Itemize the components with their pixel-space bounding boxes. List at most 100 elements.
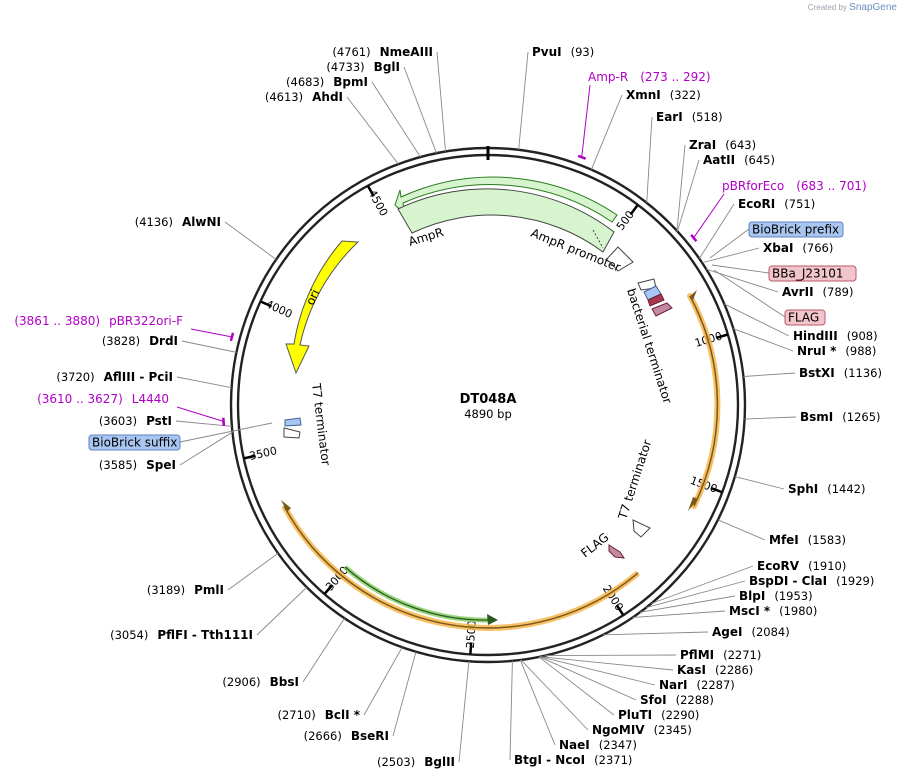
site-label[interactable]: AatII(645) <box>703 153 775 167</box>
primer-range: (273 .. 292) <box>640 70 710 84</box>
site-leader <box>701 247 760 264</box>
feature-biobrick-suffix-mark[interactable] <box>284 417 302 427</box>
site-name: EarI <box>656 110 683 124</box>
site-label[interactable]: BtgI - NcoI(2371) <box>514 753 632 767</box>
site-position: (2287) <box>697 678 735 692</box>
ruler-tick-label: 3500 <box>248 444 278 463</box>
site-position: (2084) <box>751 625 789 639</box>
site-label[interactable]: (4733)BglI <box>326 60 400 74</box>
site-label[interactable]: AvrII(789) <box>782 285 853 299</box>
tag-leader <box>713 269 786 318</box>
site-label[interactable]: ZraI(643) <box>689 138 756 152</box>
feature-orf-inner-green-line <box>344 566 493 621</box>
site-leader <box>346 96 399 165</box>
primer-label[interactable]: (3861 .. 3880) pBR322ori-F <box>14 314 183 328</box>
site-label[interactable]: (2710)BclI * <box>277 708 360 722</box>
tag-label: FLAG <box>788 311 819 325</box>
site-label[interactable]: SfoI(2288) <box>640 693 714 707</box>
site-label[interactable]: XmnI(322) <box>626 88 701 102</box>
site-label[interactable]: MfeI(1583) <box>769 533 846 547</box>
primer-label[interactable]: (3610 .. 3627)L4440 <box>37 392 169 406</box>
feature-ori[interactable] <box>285 240 360 375</box>
orf-right-starthead <box>689 290 697 300</box>
site-name: BpmI <box>333 75 368 89</box>
site-label[interactable]: EcoRI(751) <box>738 197 815 211</box>
site-label[interactable]: NgoMIV(2345) <box>592 723 692 737</box>
site-label[interactable]: XbaI(766) <box>763 241 833 255</box>
primer-leader <box>692 193 725 239</box>
orf-inner-green-arrowhead <box>487 614 498 625</box>
site-label[interactable]: EarI (518) <box>656 110 723 124</box>
site-label[interactable]: PluTI(2290) <box>618 708 699 722</box>
site-position: (518) <box>692 110 723 124</box>
site-leader <box>590 94 623 170</box>
site-label[interactable]: (3189)PmlI <box>147 583 224 597</box>
feature-t7-terminator-left[interactable] <box>283 427 301 439</box>
site-label[interactable]: (4683)BpmI <box>286 75 368 89</box>
feature-t7-terminator-right[interactable] <box>632 519 651 538</box>
site-label[interactable]: BlpI(1953) <box>739 589 813 603</box>
site-label[interactable]: (3828)DrdI <box>102 334 178 348</box>
site-label[interactable]: (4761)NmeAIII <box>332 45 433 59</box>
primer-label[interactable]: Amp-R(273 .. 292) <box>588 70 711 84</box>
tag-leader <box>709 228 750 259</box>
site-name: AlwNI <box>182 215 221 229</box>
label-flag-inner: FLAG <box>578 530 611 560</box>
site-label[interactable]: SphI(1442) <box>788 482 866 496</box>
site-position: (4761) <box>332 45 370 59</box>
site-label[interactable]: PflMI(2271) <box>680 648 761 662</box>
feature-ampr-promoter[interactable] <box>605 246 634 272</box>
feature-j23101[interactable] <box>647 293 665 307</box>
site-position: (322) <box>670 88 701 102</box>
site-label[interactable]: NarI(2287) <box>659 678 735 692</box>
site-label[interactable]: NaeI(2347) <box>559 738 637 752</box>
primer-label[interactable]: pBRforEco(683 .. 701) <box>722 179 867 193</box>
site-name: AatII <box>703 153 735 167</box>
site-label[interactable]: HindIII(908) <box>793 329 878 343</box>
feature-flag-bottom[interactable] <box>608 544 626 559</box>
site-label[interactable]: (2666)BseRI <box>304 729 389 743</box>
site-position: (3054) <box>110 628 148 642</box>
tag-box[interactable] <box>768 265 857 282</box>
tag-box[interactable] <box>784 309 826 326</box>
site-position: (3585) <box>99 458 137 472</box>
site-label[interactable]: BstXI(1136) <box>799 366 882 380</box>
site-label[interactable]: (3603)PstI <box>99 414 172 428</box>
site-label[interactable]: (3054)PflFI - Tth111I <box>110 628 253 642</box>
site-name: ZraI <box>689 138 716 152</box>
site-leader <box>602 631 709 636</box>
site-label[interactable]: EcoRV(1910) <box>757 559 846 573</box>
site-name: BglI <box>374 60 400 74</box>
tag-label: BBa_J23101 <box>772 267 844 281</box>
tag-box[interactable] <box>88 434 181 451</box>
site-label[interactable]: PvuI(93) <box>532 45 594 59</box>
site-name: DrdI <box>149 334 178 348</box>
site-label[interactable]: BspDI - ClaI(1929) <box>749 574 874 588</box>
site-leader <box>224 221 277 260</box>
site-label[interactable]: (3720)AflIII - PciI <box>56 370 173 384</box>
ruler-tick <box>629 204 639 216</box>
site-label[interactable]: (3585)SpeI <box>99 458 176 472</box>
feature-ampr-outline <box>397 188 615 253</box>
site-name: BlpI <box>739 589 765 603</box>
primer-range: (3861 .. 3880) <box>14 314 100 328</box>
feature-flag-top[interactable] <box>651 302 673 317</box>
site-label[interactable]: KasI(2286) <box>677 663 753 677</box>
site-label[interactable]: NruI *(988) <box>797 344 876 358</box>
site-leader <box>650 565 754 605</box>
site-leader <box>677 159 700 232</box>
site-label[interactable]: (4613)AhdI <box>265 90 343 104</box>
site-name: AgeI <box>712 625 742 639</box>
site-label[interactable]: (2906)BbsI <box>222 675 299 689</box>
site-label[interactable]: (2503)BglII <box>377 755 455 769</box>
site-label[interactable]: (4136) AlwNI <box>135 215 221 229</box>
primer-name: pBR322ori-F <box>109 314 183 328</box>
site-label[interactable]: AgeI (2084) <box>712 625 790 639</box>
site-leader <box>302 617 345 683</box>
site-position: (4136) <box>135 215 173 229</box>
tag-box[interactable] <box>748 221 844 238</box>
feature-ampr[interactable] <box>394 176 618 223</box>
site-label[interactable]: BsmI(1265) <box>800 410 881 424</box>
site-label[interactable]: MscI *(1980) <box>729 604 817 618</box>
